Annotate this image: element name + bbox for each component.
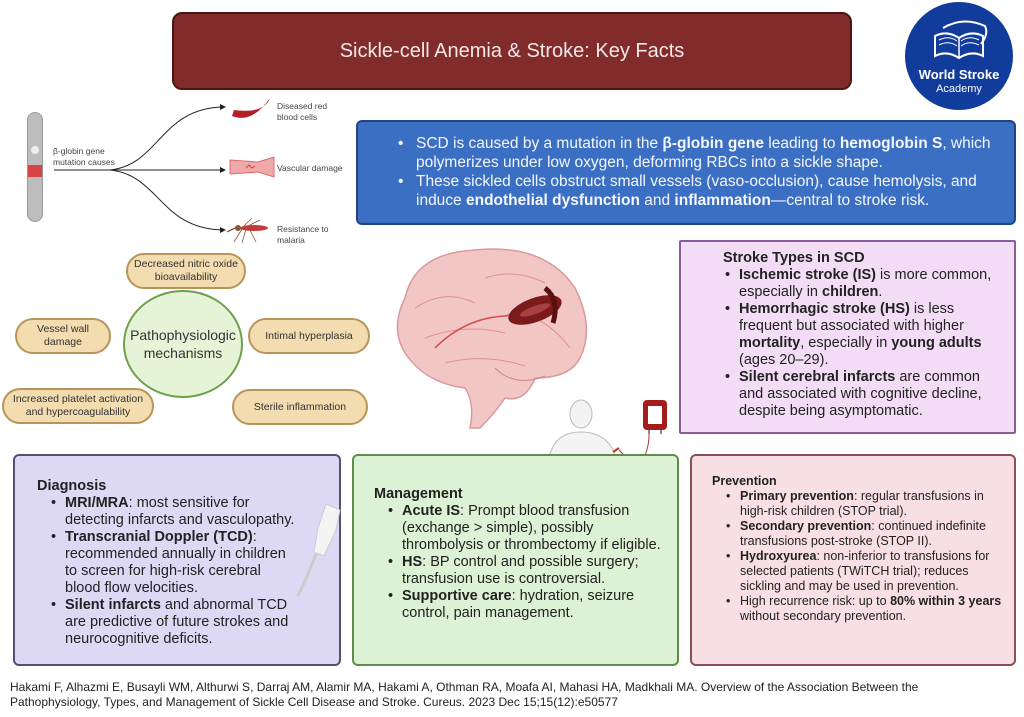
bullet-item: Secondary prevention: continued indefini…: [724, 519, 1004, 549]
bullet-item: Silent infarcts and abnormal TCD are pre…: [49, 597, 299, 648]
blood-bag-icon: [643, 400, 667, 434]
bullet-item: Silent cerebral infarcts are common and …: [723, 369, 1004, 420]
logo-line-2: Academy: [936, 83, 982, 95]
patient-transfusion-icon: [548, 399, 650, 460]
mechanism-pill: Decreased nitric oxide bioavailability: [126, 253, 246, 289]
management-box: Management Acute IS: Prompt blood transf…: [352, 454, 679, 666]
bullet-item: HS: BP control and possible surgery; tra…: [386, 554, 665, 588]
sickle-cell-icon: [232, 98, 270, 118]
outcome-label-2: Vascular damage: [277, 163, 343, 173]
mechanisms-center-label: Pathophysiologic mechanisms: [130, 327, 236, 361]
prevention-list: Primary prevention: regular transfusions…: [724, 489, 1004, 624]
mechanism-pill: Increased platelet activation and hyperc…: [2, 388, 154, 424]
mechanisms-center: Pathophysiologic mechanisms: [123, 290, 243, 398]
page-title-text: Sickle-cell Anemia & Stroke: Key Facts: [339, 39, 685, 62]
mechanism-pill: Vessel wall damage: [15, 318, 111, 354]
outcome-label-1: Diseased red blood cells: [277, 101, 328, 122]
world-stroke-academy-logo: World Stroke Academy: [905, 2, 1013, 110]
bullet-item: MRI/MRA: most sensitive for detecting in…: [49, 495, 299, 529]
intro-facts-box: SCD is caused by a mutation in the β-glo…: [356, 120, 1016, 225]
bullet-item: Acute IS: Prompt blood transfusion (exch…: [386, 503, 665, 554]
mechanism-pill: Intimal hyperplasia: [248, 318, 370, 354]
mosquito-icon: [226, 217, 268, 244]
prevention-box: Prevention Primary prevention: regular t…: [690, 454, 1016, 666]
prevention-title: Prevention: [712, 474, 777, 488]
mutation-label: β-globin gene mutation causes: [53, 146, 115, 167]
bullet-item: Supportive care: hydration, seizure cont…: [386, 588, 665, 622]
bullet-item: Hydroxyurea: non-inferior to transfusion…: [724, 549, 1004, 594]
stroke-types-list: Ischemic stroke (IS) is more common, esp…: [723, 267, 1004, 420]
stroke-types-box: Stroke Types in SCD Ischemic stroke (IS)…: [679, 240, 1016, 434]
chromosome-icon: [27, 112, 43, 222]
open-book-icon: [934, 20, 988, 60]
page-title: Sickle-cell Anemia & Stroke: Key Facts: [172, 12, 852, 90]
management-title: Management: [374, 486, 463, 502]
bullet-item: Ischemic stroke (IS) is more common, esp…: [723, 267, 1004, 301]
citation: Hakami F, Alhazmi E, Busayli WM, Althurw…: [10, 680, 919, 709]
logo-line-1: World Stroke: [918, 67, 1000, 82]
brain-with-sickle-cells-icon: [396, 248, 588, 429]
mechanism-pill: Sterile inflammation: [232, 389, 368, 425]
stroke-types-title: Stroke Types in SCD: [723, 250, 865, 266]
ultrasound-probe-icon: [296, 503, 341, 597]
bullet-item: Transcranial Doppler (TCD): recommended …: [49, 529, 299, 597]
bullet-item: Primary prevention: regular transfusions…: [724, 489, 1004, 519]
diagnosis-box: Diagnosis MRI/MRA: most sensitive for de…: [13, 454, 341, 666]
bullet-item: High recurrence risk: up to 80% within 3…: [724, 594, 1004, 624]
diagnosis-title: Diagnosis: [37, 478, 107, 494]
management-list: Acute IS: Prompt blood transfusion (exch…: [386, 503, 665, 622]
bullet-item: Hemorrhagic stroke (HS) is less frequent…: [723, 301, 1004, 369]
bullet-item: These sickled cells obstruct small vesse…: [398, 172, 994, 210]
outcome-label-3: Resistance to malaria: [277, 224, 329, 245]
intro-list: SCD is caused by a mutation in the β-glo…: [398, 134, 994, 210]
bullet-item: SCD is caused by a mutation in the β-glo…: [398, 134, 994, 172]
blood-vessel-icon: [229, 156, 275, 178]
diagnosis-list: MRI/MRA: most sensitive for detecting in…: [49, 495, 299, 648]
cause-arrows: [54, 104, 226, 233]
